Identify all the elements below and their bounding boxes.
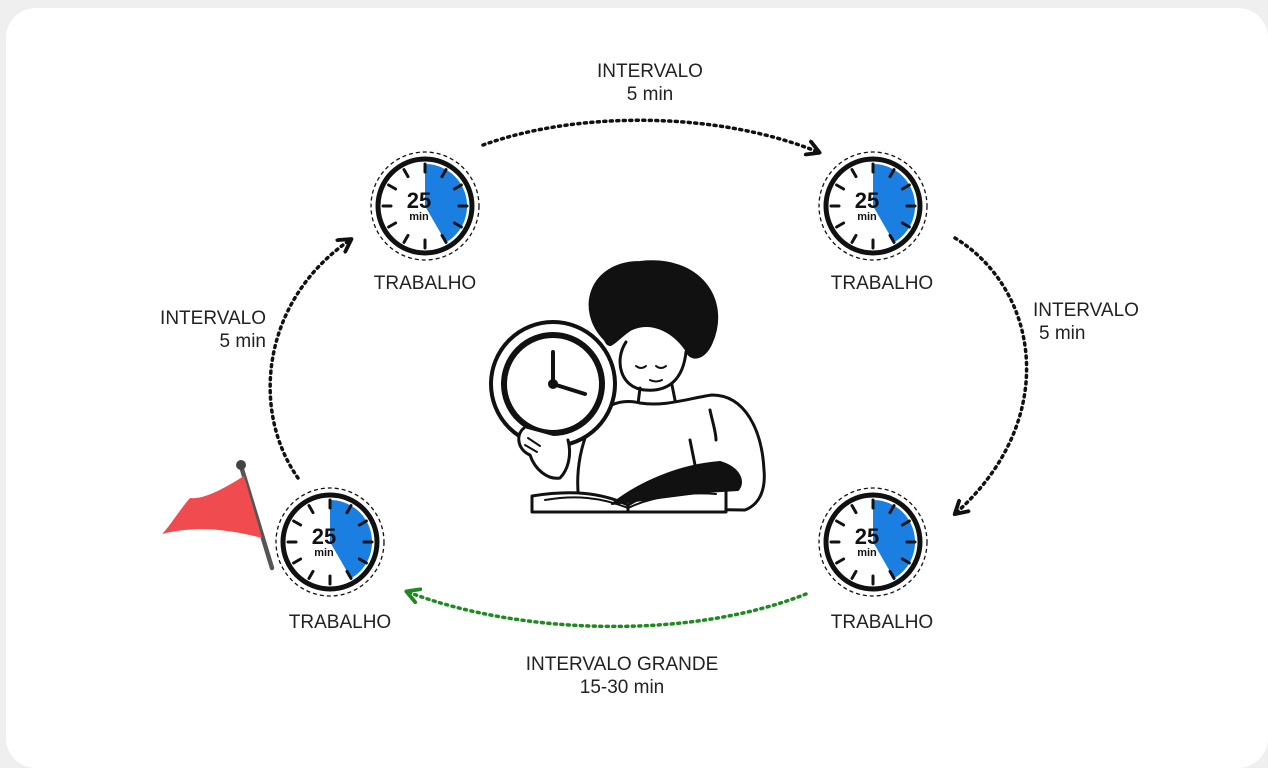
timer-label-top-right: TRABALHO [830, 273, 934, 294]
timer-top-left: 25 min [371, 152, 479, 260]
timer-number: 25 [407, 188, 431, 213]
timer-number: 25 [312, 524, 336, 549]
interval-right-duration: 5 min [1039, 323, 1086, 344]
timer-label-bottom-right: TRABALHO [830, 612, 934, 633]
timer-unit: min [409, 211, 429, 223]
interval-bottom-title: INTERVALO GRANDE [525, 654, 719, 675]
interval-right-title: INTERVALO [1033, 300, 1139, 321]
interval-bottom-label: INTERVALO GRANDE 15-30 min [500, 653, 744, 699]
arrow-right-break [955, 236, 1029, 513]
interval-top-title: INTERVALO [597, 61, 703, 82]
timer-label-top-left: TRABALHO [373, 273, 477, 294]
timer-bottom-left: 25 min [276, 488, 384, 596]
interval-left-title: INTERVALO [160, 308, 266, 329]
person-reading-with-clock-icon [489, 260, 766, 514]
interval-left-duration: 5 min [219, 331, 266, 352]
arrow-left-break [268, 240, 350, 480]
interval-right-label: INTERVALO 5 min [1033, 299, 1173, 345]
arrow-bottom-long-break [408, 592, 808, 629]
interval-top-label: INTERVALO 5 min [560, 60, 740, 106]
timer-unit: min [314, 547, 334, 559]
interval-bottom-duration: 15-30 min [579, 677, 665, 698]
timer-unit: min [857, 211, 877, 223]
interval-top-duration: 5 min [626, 84, 674, 105]
timer-number: 25 [855, 524, 879, 549]
timer-top-right: 25 min [819, 152, 927, 260]
timer-number: 25 [855, 188, 879, 213]
start-flag-icon [162, 460, 275, 571]
timer-unit: min [857, 547, 877, 559]
timer-bottom-right: 25 min [819, 488, 927, 596]
timer-label-bottom-left: TRABALHO [288, 612, 392, 633]
arrow-top-break [481, 118, 818, 152]
interval-left-label: INTERVALO 5 min [120, 307, 266, 353]
